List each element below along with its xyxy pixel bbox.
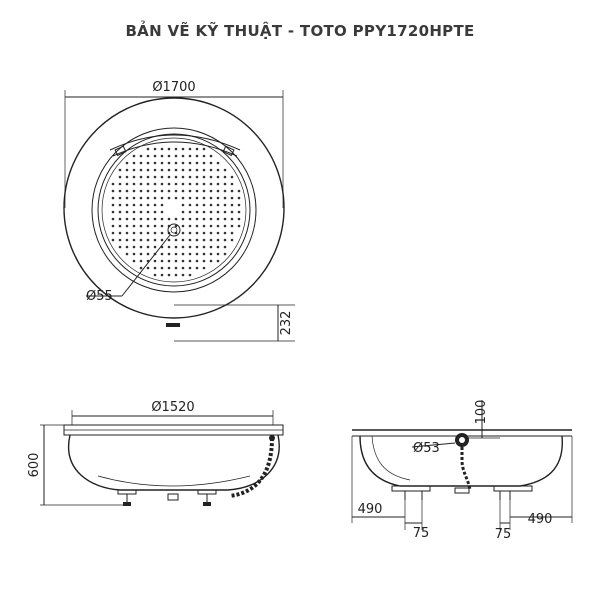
waste-leader-line bbox=[411, 442, 456, 448]
side-leg-plate-left bbox=[391, 485, 431, 492]
overflow-mark bbox=[166, 323, 180, 327]
right-leg-label: 75 bbox=[495, 527, 512, 542]
front-support-legs bbox=[117, 489, 217, 506]
side-view: 100 Ø53 490 75 75 490 bbox=[351, 400, 573, 542]
waste-trap bbox=[454, 487, 470, 494]
offset-label: 232 bbox=[279, 311, 294, 336]
height-label: 600 bbox=[27, 453, 42, 478]
drain-circle bbox=[167, 223, 181, 237]
anti-slip-dot-pattern bbox=[111, 147, 241, 277]
headrest-arc-inner bbox=[112, 141, 238, 157]
left-width-label: 490 bbox=[358, 502, 383, 517]
grip-left bbox=[114, 145, 127, 157]
side-leg-plate-right bbox=[493, 485, 533, 492]
grip-right bbox=[222, 145, 235, 157]
left-leg-label: 75 bbox=[413, 526, 430, 541]
drawing-title: BẢN VẼ KỸ THUẬT - TOTO PPY1720HPTE bbox=[125, 22, 475, 40]
waste-diameter-label: Ø53 bbox=[413, 441, 440, 456]
front-view: Ø1520 600 bbox=[27, 400, 284, 506]
side-body-contour-left bbox=[371, 435, 411, 481]
front-body-contour bbox=[97, 475, 251, 487]
hose-connector bbox=[269, 435, 275, 441]
inner-basin-outer-circle bbox=[91, 127, 257, 293]
inner-basin-circle bbox=[97, 133, 251, 287]
drain-hose bbox=[229, 437, 274, 498]
front-body-shell bbox=[67, 434, 280, 491]
top-offset-label: 100 bbox=[474, 400, 489, 425]
top-diameter-label: Ø1700 bbox=[152, 80, 195, 95]
waste-fitting-core bbox=[459, 437, 465, 443]
leg-foot-2 bbox=[203, 502, 211, 506]
inner-basin-edge bbox=[101, 137, 247, 283]
drain-inner bbox=[170, 226, 178, 234]
front-diameter-label: Ø1520 bbox=[151, 400, 194, 415]
drain-leader-line bbox=[121, 234, 171, 297]
top-view: Ø1700 Ø55 232 bbox=[63, 80, 295, 342]
waste-pipe bbox=[460, 447, 472, 491]
outer-rim-circle bbox=[63, 97, 285, 319]
headrest-arc bbox=[109, 134, 241, 151]
right-width-label: 490 bbox=[528, 512, 553, 527]
drain-diameter-label: Ø55 bbox=[86, 289, 113, 304]
pump-box bbox=[167, 493, 179, 501]
leg-foot-1 bbox=[123, 502, 131, 506]
